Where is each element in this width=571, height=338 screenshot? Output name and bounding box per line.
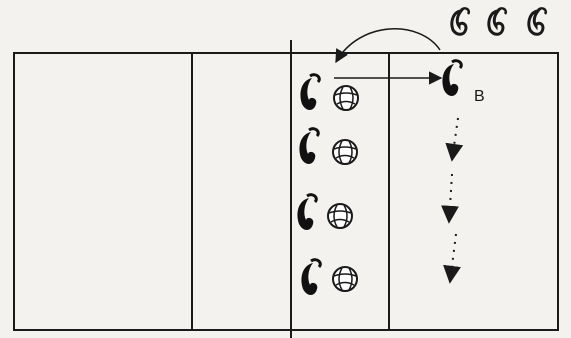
hitter-2 [297,127,358,166]
hitter-3 [295,193,353,232]
player-icon [299,258,322,297]
player-icon [298,73,321,112]
hitter-4 [299,258,358,297]
player-b-icon [440,59,463,98]
volleyball-icon [332,266,358,292]
return-arrow [335,28,441,64]
player-icon [295,193,318,232]
waiting-player-icon [450,6,471,36]
waiting-player-icon [527,6,548,36]
move-arrow-2 [441,173,459,224]
movement-arrows [441,117,464,284]
court [13,40,559,338]
move-arrow-3 [443,233,461,284]
court-boundary [13,52,559,331]
volleyball-icon [332,139,358,165]
waiting-player-icon [487,6,508,36]
waiting-players [450,6,548,36]
player-b-label: B [474,88,485,105]
volleyball-icon [333,85,359,111]
hitter-1 [298,73,359,112]
volleyball-icon [327,203,353,229]
player-icon [297,127,320,166]
move-arrow-1 [445,117,464,162]
